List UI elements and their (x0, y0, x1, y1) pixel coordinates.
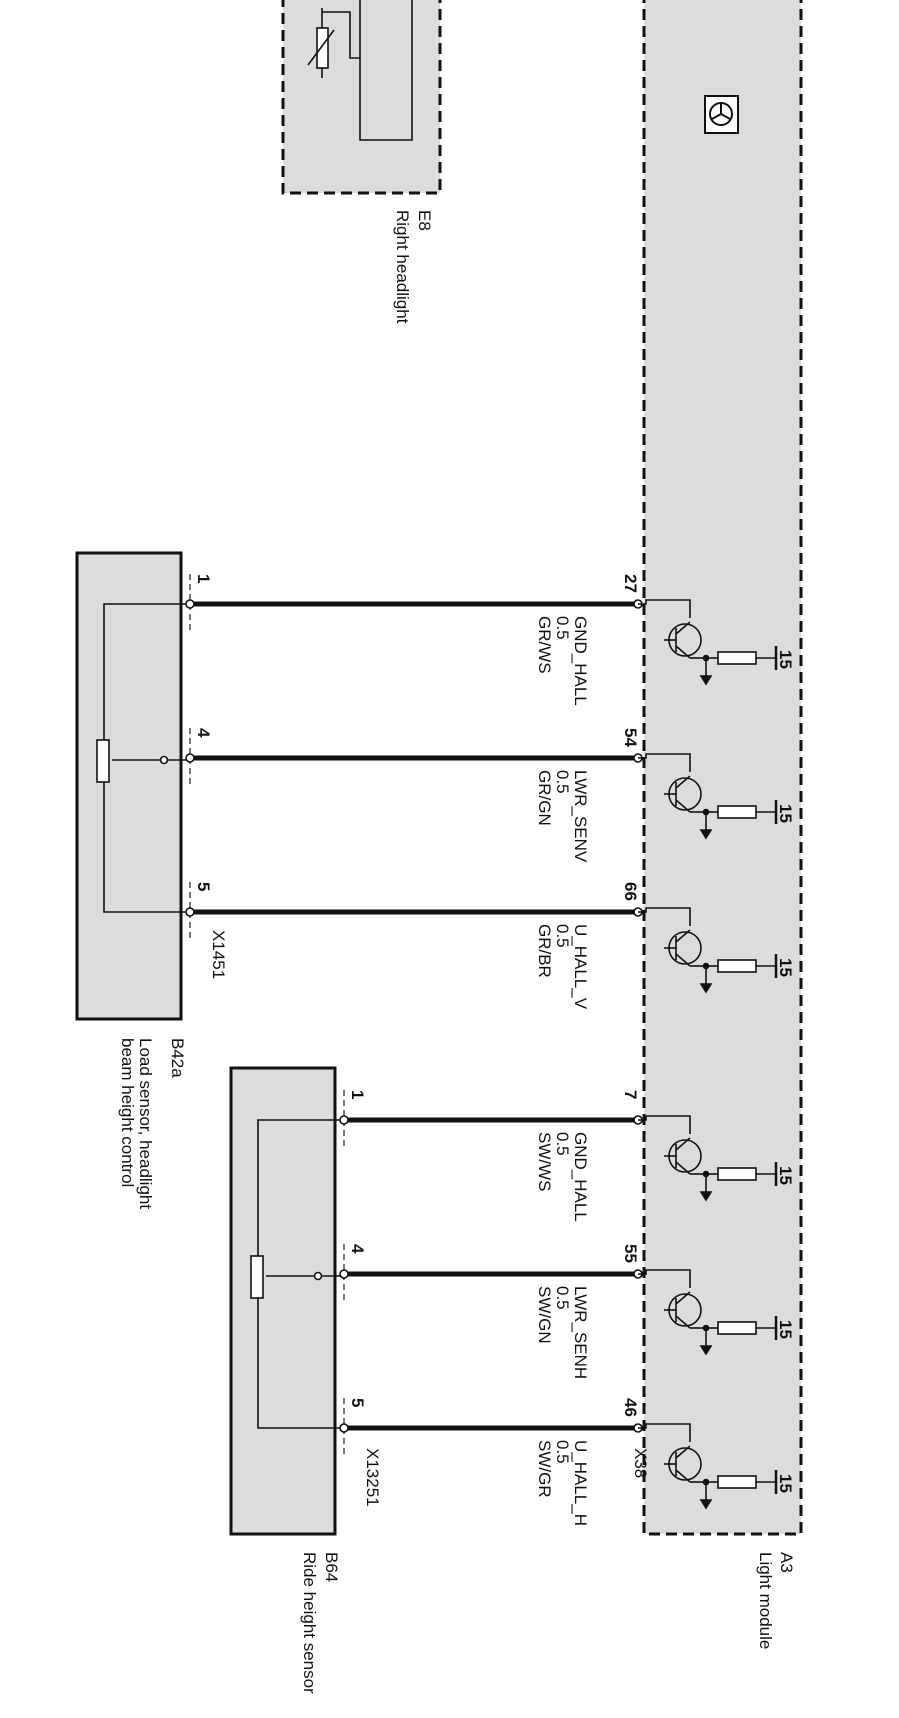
wire-color-3: GR/BR (535, 924, 554, 978)
transistor-circuits: 15 15 15 15 15 15 (638, 599, 795, 1510)
wire-color-2: GR/GN (535, 770, 554, 826)
transistor-circuit-5 (638, 1269, 778, 1356)
resistor-icon-6 (717, 1475, 757, 1489)
sensor-pin-3 (185, 907, 195, 917)
transistor-circuit-2 (638, 753, 778, 840)
right-headlight-name: Right headlight (393, 210, 412, 324)
wire-color-6: SW/GR (535, 1440, 554, 1498)
light-module-id: A3 (777, 1552, 796, 1573)
wire-gauge-2: 0.5 (553, 770, 572, 794)
sensor-pin-number-6: 5 (348, 1398, 367, 1407)
sensor-pin-number-5: 4 (348, 1244, 367, 1254)
wire-gauge-3: 0.5 (553, 924, 572, 948)
wire-gauge-5: 0.5 (553, 1286, 572, 1310)
load-sensor-name-line2: beam height control (118, 1038, 137, 1187)
wire-labels: 271GND_HALL0.5GR/WS544LWR_SENV0.5GR/GN66… (194, 574, 640, 1526)
ground-arrow-icon-3 (699, 983, 713, 994)
wire-signal-6: U_HALL_H (571, 1440, 590, 1526)
sensor-pin-2 (185, 753, 195, 763)
resistor-icon-4 (717, 1167, 757, 1181)
wire-gauge-4: 0.5 (553, 1132, 572, 1156)
resistor-icon-3 (717, 959, 757, 973)
ground-arrow-icon-5 (699, 1345, 713, 1356)
ground-arrow-icon-2 (699, 829, 713, 840)
ground-arrow-icon-1 (699, 675, 713, 686)
resistor-icon-1 (717, 651, 757, 665)
wires-layer (185, 574, 643, 1458)
transistor-circuit-4 (638, 1115, 778, 1202)
transistor-circuit-6 (638, 1423, 778, 1510)
sensor-pin-number-3: 5 (194, 882, 213, 891)
module-symbol-icon (704, 95, 739, 134)
ride-height-sensor-id: B64 (322, 1552, 341, 1582)
ride-height-sensor-name: Ride height sensor (300, 1552, 319, 1694)
wire-signal-1: GND_HALL (571, 616, 590, 706)
terminal-15-label-1: 15 (776, 650, 795, 669)
headlight-motor-icon (307, 0, 413, 141)
wire-gauge-6: 0.5 (553, 1440, 572, 1464)
light-module-box (642, 0, 803, 1536)
wire-signal-4: GND_HALL (571, 1132, 590, 1222)
ground-arrow-icon-6 (699, 1499, 713, 1510)
transistor-circuit-1 (638, 599, 778, 686)
wire-signal-5: LWR_SENH (571, 1286, 590, 1379)
wire-color-4: SW/WS (535, 1132, 554, 1192)
module-pin-number-4: 7 (621, 1090, 640, 1099)
module-pin-number-5: 55 (621, 1244, 640, 1263)
wire-signal-3: U_HALL_V (571, 924, 590, 1010)
wire-gauge-1: 0.5 (553, 616, 572, 640)
resistor-icon-5 (717, 1321, 757, 1335)
ride-height-sensor-potentiometer-icon (250, 1119, 344, 1429)
terminal-15-label-3: 15 (776, 958, 795, 977)
wire-signal-2: LWR_SENV (571, 770, 590, 863)
load-sensor-connector: X1451 (209, 930, 228, 979)
resistor-icon-2 (717, 805, 757, 819)
load-sensor-potentiometer-icon (96, 603, 190, 913)
right-headlight-id: E8 (415, 210, 434, 231)
wire-color-5: SW/GN (535, 1286, 554, 1344)
module-pin-number-6: 46 (621, 1398, 640, 1417)
load-sensor-id: B42a (168, 1038, 187, 1078)
load-sensor-name-line1: Load sensor, headlight (136, 1038, 155, 1209)
light-module-name: Light module (756, 1552, 775, 1649)
right-headlight-box (281, 0, 442, 195)
sensor-pin-number-4: 1 (348, 1090, 367, 1099)
sensor-pin-number-1: 1 (194, 574, 213, 583)
load-sensor-box (75, 551, 183, 1021)
sensor-pin-number-2: 4 (194, 728, 213, 738)
ride-height-sensor-connector: X13251 (363, 1448, 382, 1507)
sensor-pin-5 (339, 1269, 349, 1279)
ride-height-sensor-box (229, 1066, 337, 1536)
sensor-pin-1 (185, 599, 195, 609)
terminal-15-label-2: 15 (776, 804, 795, 823)
terminal-15-label-6: 15 (776, 1474, 795, 1493)
terminal-15-label-5: 15 (776, 1320, 795, 1339)
ground-arrow-icon-4 (699, 1191, 713, 1202)
terminal-15-label-4: 15 (776, 1166, 795, 1185)
sensor-pin-4 (339, 1115, 349, 1125)
wire-color-1: GR/WS (535, 616, 554, 674)
transistor-circuit-3 (638, 907, 778, 994)
module-pin-number-1: 27 (621, 574, 640, 593)
module-pin-number-3: 66 (621, 882, 640, 901)
module-pin-number-2: 54 (621, 728, 640, 747)
sensor-pin-6 (339, 1423, 349, 1433)
light-module-connector: X38 (631, 1448, 650, 1478)
